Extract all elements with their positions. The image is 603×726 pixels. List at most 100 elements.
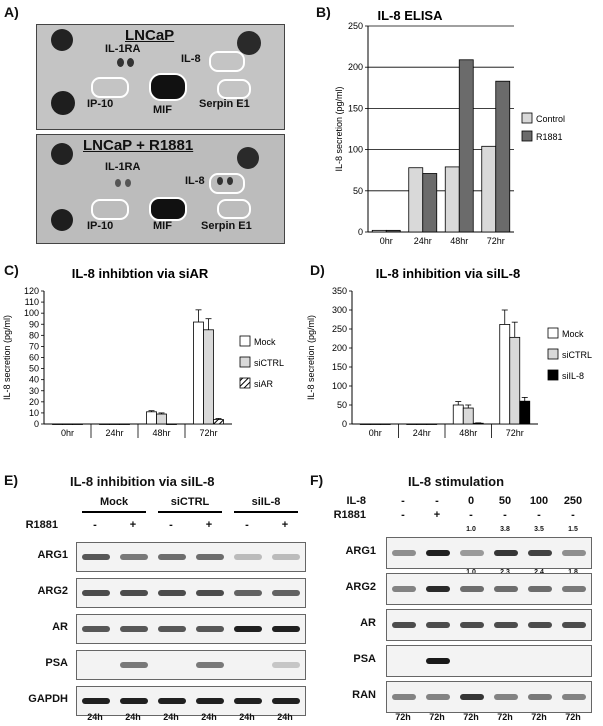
spot xyxy=(125,179,131,187)
y-tick-label: 50 xyxy=(353,186,363,196)
bar xyxy=(72,423,83,425)
bar xyxy=(408,167,424,233)
y-tick-label: 150 xyxy=(348,103,363,113)
treatment-value: 250 xyxy=(563,495,583,507)
band xyxy=(460,586,484,592)
treatment-value: - xyxy=(93,519,97,531)
legend-label: siAR xyxy=(254,379,274,389)
bar xyxy=(426,423,438,425)
bar xyxy=(213,419,224,425)
band xyxy=(460,694,484,700)
bar xyxy=(379,423,391,425)
bar xyxy=(385,229,401,233)
il8-siil8-chart: IL-8 inhibition via siIL-805010015020025… xyxy=(306,266,592,438)
blot-row-label: RAN xyxy=(352,689,376,701)
blot-row-label: ARG1 xyxy=(37,549,68,561)
chart-title: IL-8 inhibtion via siAR xyxy=(72,266,209,281)
x-tick-label: 0hr xyxy=(61,428,74,438)
blot-row-label: PSA xyxy=(45,657,68,669)
legend-swatch xyxy=(521,130,533,142)
spot-label-mif: MIF xyxy=(153,220,172,232)
y-tick-label: 20 xyxy=(29,397,39,407)
treatment-value: 0 xyxy=(467,495,475,507)
spot-label-il8: IL-8 xyxy=(181,53,201,65)
band xyxy=(82,698,110,704)
quant-value: 1.5 xyxy=(568,526,578,533)
band xyxy=(426,622,450,628)
blot-strip xyxy=(386,681,592,713)
x-tick-label: 48hr xyxy=(450,236,468,246)
x-tick-label: 24hr xyxy=(105,428,123,438)
panel-f-label: F) xyxy=(310,472,324,488)
y-tick-label: 110 xyxy=(25,297,39,307)
bar xyxy=(416,423,428,425)
y-tick-label: 50 xyxy=(337,400,347,410)
reference-spot xyxy=(51,209,73,231)
treatment-value: - xyxy=(245,519,249,531)
blot-strip xyxy=(76,650,306,680)
band xyxy=(234,554,262,560)
band xyxy=(494,694,518,700)
legend-swatch xyxy=(547,348,559,360)
x-tick-label: 24hr xyxy=(414,236,432,246)
array-title: LNCaP xyxy=(125,27,175,44)
band xyxy=(120,554,148,560)
quant-value: 2.3 xyxy=(493,569,517,576)
legend-label: Mock xyxy=(562,329,584,339)
spot-label-ip10: IP-10 xyxy=(87,220,114,232)
x-tick-label: 72hr xyxy=(199,428,217,438)
x-tick-label: 0hr xyxy=(380,236,393,246)
band xyxy=(196,698,224,704)
blot-row-label: ARG2 xyxy=(345,581,376,593)
band xyxy=(120,662,148,668)
y-tick-label: 60 xyxy=(29,353,39,363)
panel-d-label: D) xyxy=(310,262,325,278)
highlight-circle xyxy=(217,199,251,219)
bar xyxy=(109,423,120,425)
bar xyxy=(509,336,521,425)
legend-swatch xyxy=(521,112,533,124)
band xyxy=(392,550,416,556)
bar xyxy=(452,404,464,425)
band xyxy=(562,622,586,628)
time-label: 72h xyxy=(463,712,479,722)
y-tick-label: 250 xyxy=(348,21,363,31)
highlight-circle xyxy=(91,77,129,98)
blot-row-label: GAPDH xyxy=(28,693,68,705)
treatment-value: + xyxy=(205,519,213,531)
il8-siar-chart: IL-8 inhibtion via siAR01020304050607080… xyxy=(2,266,284,438)
time-label: 24h xyxy=(201,712,217,722)
y-tick-label: 250 xyxy=(332,324,347,334)
legend-label: siCTRL xyxy=(562,350,592,360)
y-tick-label: 200 xyxy=(348,62,363,72)
reference-spot xyxy=(51,29,73,51)
band xyxy=(392,586,416,592)
group-label: siIL-8 xyxy=(251,496,281,508)
treatment-value: - xyxy=(537,509,541,521)
time-label: 72h xyxy=(565,712,581,722)
x-tick-label: 48hr xyxy=(152,428,170,438)
y-tick-label: 30 xyxy=(29,386,39,396)
spot xyxy=(217,177,223,185)
spot-label-il1ra: IL-1RA xyxy=(105,43,141,55)
highlight-circle xyxy=(91,199,129,220)
reference-spot xyxy=(237,31,261,55)
highlight-circle xyxy=(217,79,251,99)
bar xyxy=(166,423,177,425)
quant-value: 1.8 xyxy=(561,569,585,576)
x-tick-label: 24hr xyxy=(413,428,431,438)
reference-spot xyxy=(51,91,75,115)
bar xyxy=(495,80,511,233)
panel-a-bottom-array: LNCaP + R1881 IL-1RA IL-8 IP-10 MIF Serp… xyxy=(36,134,285,244)
band xyxy=(494,550,518,556)
panel-e-label: E) xyxy=(4,472,18,488)
bar xyxy=(369,423,381,425)
band xyxy=(528,586,552,592)
y-tick-label: 100 xyxy=(24,308,39,318)
x-tick-label: 72hr xyxy=(506,428,524,438)
band xyxy=(120,698,148,704)
array-title: LNCaP + R1881 xyxy=(83,137,194,154)
quant-value: 1.0 xyxy=(459,569,483,576)
band xyxy=(272,662,300,668)
blot-strip xyxy=(386,645,592,677)
